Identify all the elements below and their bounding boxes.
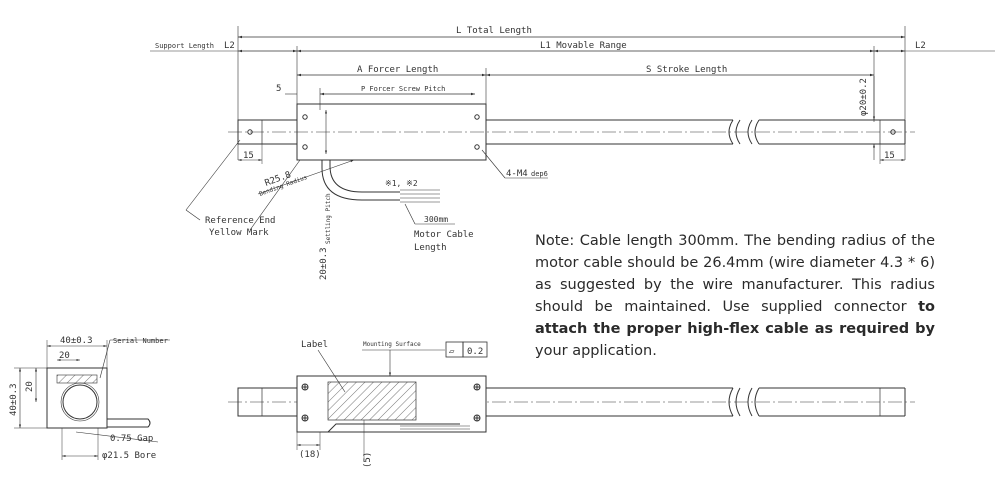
end-height-label: 40±0.3 — [9, 383, 19, 416]
label-area — [327, 381, 417, 421]
bore-label: φ21.5 Bore — [102, 451, 156, 461]
dim-15-left-label: 15 — [243, 151, 254, 161]
dim-5-label: 5 — [276, 84, 281, 94]
note-bold-text: to attach the proper high-flex cable as … — [535, 299, 936, 337]
top-view — [150, 26, 995, 231]
end-half-height-label: 20 — [25, 381, 35, 392]
diameter-label: φ20±0.2 — [859, 78, 869, 116]
end-view — [14, 339, 170, 460]
cable-length-label-2: Length — [414, 243, 447, 253]
mounting-surface-label: Mounting Surface — [363, 341, 421, 348]
movable-range-label: L1 Movable Range — [540, 41, 627, 51]
screw-spec-label: 4-M4 — [506, 169, 528, 179]
settling-value: 20±0.3 — [319, 247, 329, 280]
support-length-label: Support Length — [155, 42, 214, 50]
dim-18-label: (18) — [299, 450, 321, 460]
flatness-value: 0.2 — [467, 347, 483, 357]
forcer-length-label: A Forcer Length — [357, 65, 438, 75]
end-view-body — [46, 367, 108, 429]
motor-cable — [321, 160, 400, 201]
l2-right-label: L2 — [915, 41, 926, 51]
forcer-body — [296, 103, 487, 161]
note-text: Note: Cable length 300mm. The bending ra… — [535, 233, 935, 315]
gap-label: 0.75 Gap — [110, 434, 153, 444]
cable-length-label-1: Motor Cable — [414, 230, 474, 240]
screw-depth-label: dep6 — [531, 170, 548, 178]
cable-length-value: 300mm — [424, 215, 448, 224]
l2-left-label: L2 — [224, 41, 235, 51]
side-view — [228, 341, 915, 460]
yellow-mark-label: Yellow Mark — [209, 228, 269, 238]
cable-note: Note: Cable length 300mm. The bending ra… — [535, 230, 935, 362]
cable-marks-label: ※1, ※2 — [385, 179, 418, 188]
label-callout: Label — [301, 340, 328, 350]
settling-label: Settling Pitch — [325, 193, 332, 244]
flatness-symbol: ▱ — [449, 347, 455, 357]
note-end-text: your application. — [535, 343, 657, 359]
dim-5-side-label: (5) — [363, 452, 373, 468]
total-length-label: L Total Length — [456, 26, 532, 36]
reference-end-label: Reference End — [205, 216, 275, 226]
screw-pitch-label: P Forcer Screw Pitch — [361, 85, 445, 93]
stroke-length-label: S Stroke Length — [646, 65, 727, 75]
dim-15-right-label: 15 — [884, 151, 895, 161]
end-half-width-label: 20 — [59, 351, 70, 361]
end-width-label: 40±0.3 — [60, 336, 93, 346]
serial-number-label: Serial Number — [113, 337, 168, 345]
